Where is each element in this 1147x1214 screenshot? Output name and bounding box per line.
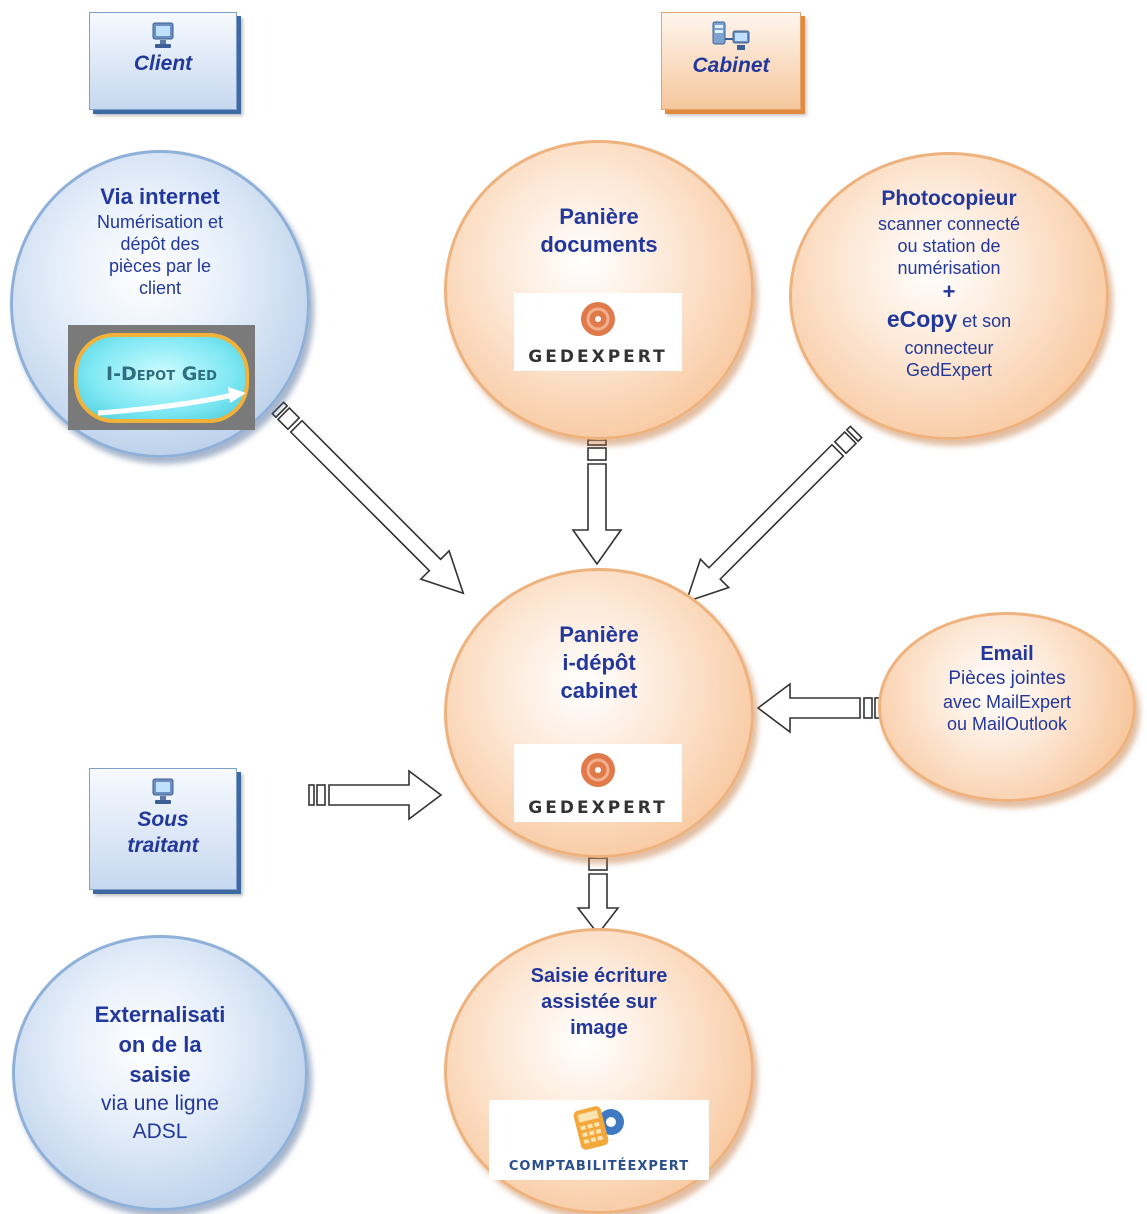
node-externalisation: Externalisati on de la saisie via une li… [12, 935, 308, 1211]
paniere-idepot-title-3: cabinet [560, 678, 638, 703]
photocopieur-desc-3: numérisation [897, 258, 1001, 278]
photocopieur-ecopy-line: eCopy et son [792, 305, 1106, 337]
email-title: Email [980, 643, 1034, 665]
photocopieur-title: Photocopieur [881, 187, 1017, 210]
arrow-idepot-to-saisie [576, 849, 620, 936]
disc-icon [581, 302, 615, 336]
arrow-photocopieur-to-idepot [685, 425, 863, 603]
gedexpert-logo: GEDEXPERT [514, 744, 682, 822]
via-internet-desc-2: dépôt des [120, 234, 200, 254]
node-photocopieur: Photocopieur scanner connecté ou station… [789, 152, 1109, 440]
paniere-documents-title-1: Panière [559, 204, 639, 229]
arrow-email-to-idepot [756, 682, 881, 734]
photocopieur-desc-2: ou station de [897, 236, 1001, 256]
externalisation-title-1: Externalisati [94, 1002, 226, 1027]
ecopy-label: eCopy [886, 306, 958, 332]
calculator-icon [573, 1106, 624, 1150]
cabinet-label: Cabinet [692, 54, 770, 77]
cabinet-header: Cabinet [661, 12, 801, 110]
node-paniere-documents: Panière documents [444, 140, 754, 440]
ecopy-rest: et son [957, 311, 1012, 331]
sous-traitant-label: Sous traitant [127, 808, 199, 857]
paniere-documents-title-2: documents [540, 232, 658, 257]
externalisation-title-2: on de la [118, 1032, 202, 1057]
paniere-idepot-title-2: i-dépôt [562, 650, 636, 675]
externalisation-desc-1: via une ligne [101, 1092, 219, 1115]
externalisation-desc-2: ADSL [132, 1120, 188, 1143]
node-email: Email Pièces jointes avec MailExpert ou … [878, 612, 1136, 802]
via-internet-desc-1: Numérisation et [96, 212, 224, 232]
email-desc-3: ou MailOutlook [946, 714, 1068, 734]
gedexpert-logo-text: GEDEXPERT [528, 347, 668, 367]
gedexpert-logo: GEDEXPERT [514, 293, 682, 371]
photocopieur-desc-1: scanner connecté [877, 214, 1021, 234]
computer-icon [152, 22, 174, 48]
email-desc-1: Pièces jointes [948, 668, 1066, 689]
comptabilite-expert-logo: COMPTABILITÉEXPERT [489, 1100, 709, 1180]
arrow-externalisation-to-saisie [308, 769, 443, 821]
via-internet-desc-3: pièces par le [108, 256, 212, 276]
externalisation-title-3: saisie [129, 1062, 191, 1087]
network-servers-icon [712, 21, 750, 50]
photocopieur-plus: + [942, 279, 956, 304]
computer-icon [152, 778, 174, 804]
i-depot-ged-logo-text: I-Depot Ged [106, 363, 217, 385]
i-depot-ged-logo: I-Depot Ged [68, 325, 255, 430]
gedexpert-logo-text: GEDEXPERT [528, 798, 668, 818]
comptabilite-expert-logo-text: COMPTABILITÉEXPERT [508, 1159, 690, 1174]
photocopieur-desc-4: connecteur [904, 338, 994, 358]
via-internet-desc-4: client [138, 278, 182, 298]
arrow-internet-to-idepot [271, 401, 465, 595]
email-desc-2: avec MailExpert [942, 692, 1072, 712]
disc-icon [581, 753, 615, 787]
client-label: Client [133, 52, 193, 75]
client-header: Client [89, 12, 237, 110]
arrow-documents-to-idepot [571, 439, 623, 566]
saisie-title-3: image [570, 1017, 628, 1039]
swoosh-arrow-icon [97, 387, 246, 416]
saisie-title-1: Saisie écriture [530, 965, 668, 987]
paniere-idepot-title-1: Panière [559, 622, 639, 647]
saisie-title-2: assistée sur [541, 991, 657, 1013]
photocopieur-desc-5: GedExpert [905, 360, 993, 380]
via-internet-title: Via internet [100, 184, 220, 209]
sous-traitant-header: Sous traitant [89, 768, 237, 890]
